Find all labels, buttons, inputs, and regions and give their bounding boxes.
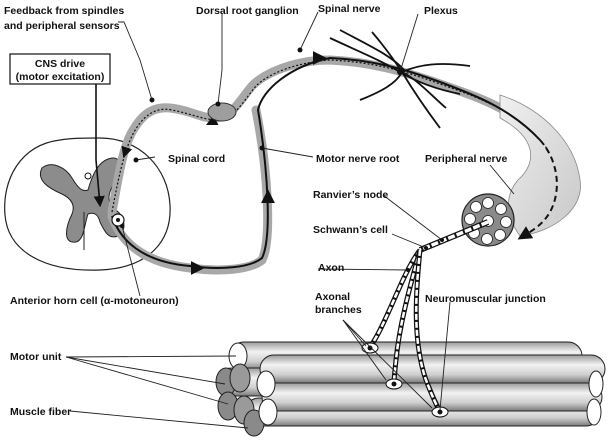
neuromuscular-junctions	[361, 342, 449, 418]
muscle-fibers	[215, 341, 606, 437]
label-spinal-nerve: Spinal nerve	[318, 3, 381, 15]
dorsal-root-ganglion	[207, 102, 237, 122]
label-neuromuscular-junction: Neuromuscular junction	[425, 293, 546, 305]
label-muscle-fiber: Muscle fiber	[10, 406, 71, 418]
label-motor-unit: Motor unit	[10, 351, 62, 363]
plexus-fibers	[329, 29, 471, 129]
label-spinal-cord: Spinal cord	[168, 153, 225, 165]
nerve-lines	[93, 51, 558, 275]
label-axonal-branches-2: branches	[315, 304, 362, 316]
label-motor-nerve-root: Motor nerve root	[316, 153, 400, 165]
label-plexus: Plexus	[424, 5, 458, 17]
label-ranviers-node: Ranvier’s node	[313, 189, 388, 201]
leader-lines	[65, 11, 515, 429]
cns-drive-box	[9, 53, 111, 85]
label-feedback-2: and peripheral sensors	[4, 20, 120, 32]
label-feedback-1: Feedback from spindles	[4, 5, 124, 17]
labels: Feedback from spindles and peripheral se…	[4, 3, 546, 418]
label-cns-drive-1: CNS drive	[35, 58, 85, 70]
anterior-horn-cell	[84, 172, 125, 227]
label-axonal-branches-1: Axonal	[315, 291, 350, 303]
label-cns-drive-2: (motor excitation)	[16, 71, 105, 83]
label-schwanns-cell: Schwann’s cell	[313, 224, 388, 236]
label-dorsal-root-ganglion: Dorsal root ganglion	[196, 5, 299, 17]
label-peripheral-nerve: Peripheral nerve	[425, 153, 507, 165]
nerve-cross-section	[461, 193, 515, 247]
label-anterior-horn-cell: Anterior horn cell (α-motoneuron)	[10, 295, 179, 307]
label-axon: Axon	[318, 262, 344, 274]
